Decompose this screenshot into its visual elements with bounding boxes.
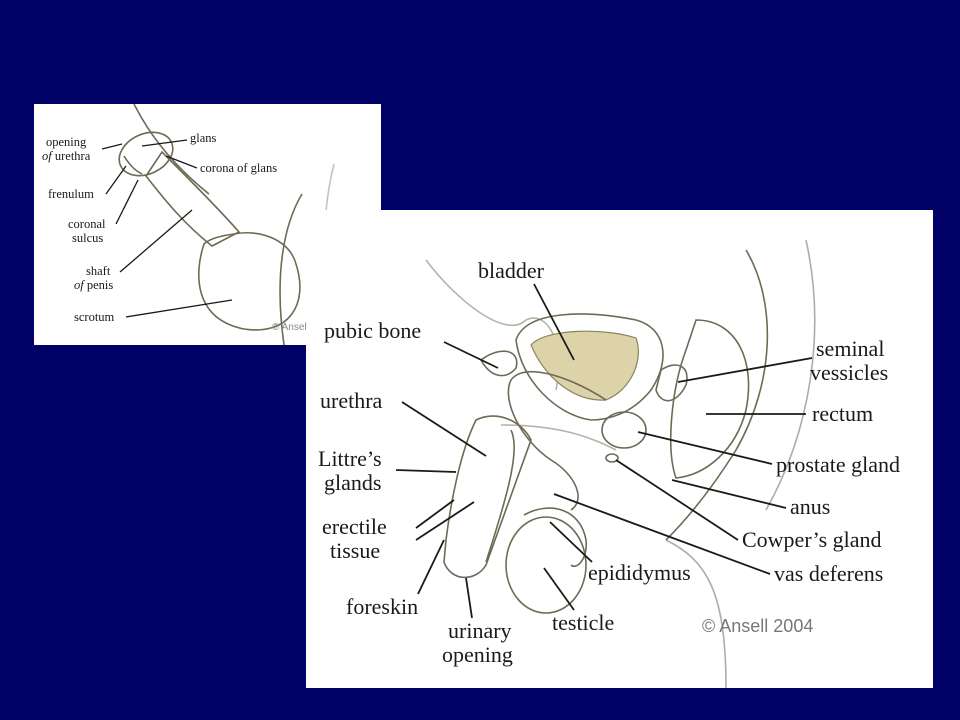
copyright-left: © Ansel <box>272 322 307 333</box>
vas-deferens-shape <box>507 370 607 511</box>
leader-pubic-bone <box>443 341 499 369</box>
label-shaft-of-penis-penis: penis <box>87 278 114 292</box>
thigh-contour <box>279 193 303 345</box>
leader-prostate-gland <box>637 431 773 465</box>
bladder-interior <box>530 330 639 401</box>
label-opening-of-urethra-italic: of <box>42 149 53 163</box>
leader-littres-glands <box>395 469 457 473</box>
label-erectile-tissue-line2: tissue <box>330 538 380 563</box>
label-corona-of-glans: corona of glans <box>200 161 277 175</box>
bladder-wall <box>515 313 664 421</box>
sagittal-anatomy-illustration: bladder pubic bone urethra Littre’s glan… <box>318 239 900 688</box>
sagittal-anatomy-diagram: bladder pubic bone urethra Littre’s glan… <box>306 210 933 688</box>
label-vas-deferens: vas deferens <box>774 561 883 586</box>
label-shaft-of-penis-line2: of penis <box>74 278 113 292</box>
prostate-shape <box>601 411 647 449</box>
corona-contour <box>123 155 143 175</box>
label-opening-of-urethra-urethra: urethra <box>55 149 91 163</box>
leader-anus <box>671 479 787 509</box>
leader-seminal-vessicles <box>677 357 813 383</box>
leader-glans <box>141 139 188 147</box>
label-glans: glans <box>190 131 217 145</box>
scrotum-shape <box>198 232 301 331</box>
label-urinary-opening-line2: opening <box>442 642 513 667</box>
leader-scrotum <box>125 299 233 318</box>
abdomen-contour <box>133 104 210 195</box>
label-foreskin: foreskin <box>346 594 418 619</box>
label-bladder: bladder <box>478 258 545 283</box>
label-seminal-vessicles-line2: vessicles <box>810 360 888 385</box>
rectum-outer-wall <box>665 249 769 541</box>
label-scrotum: scrotum <box>74 310 115 324</box>
leader-opening-of-urethra <box>101 143 123 150</box>
label-littres-glands-line2: glands <box>324 470 381 495</box>
label-opening-of-urethra-line2: of urethra <box>42 149 91 163</box>
leader-erectile-tissue-lower <box>415 501 475 541</box>
label-cowpers-gland: Cowper’s gland <box>742 527 882 552</box>
leader-urethra <box>401 401 487 457</box>
leader-corona-of-glans <box>165 155 198 169</box>
leader-foreskin <box>417 539 445 595</box>
label-coronal-sulcus-line2: sulcus <box>72 231 103 245</box>
copyright-right: © Ansell 2004 <box>702 616 813 636</box>
leader-urinary-opening <box>465 577 473 619</box>
leader-vas-deferens <box>553 493 771 575</box>
penis-shaft-shape <box>145 150 241 247</box>
glans-shape <box>118 131 174 177</box>
label-rectum: rectum <box>812 401 873 426</box>
external-anatomy-illustration: opening of urethra glans corona of glans… <box>42 104 335 345</box>
leader-testicle <box>543 567 575 611</box>
epididymus-shape <box>523 507 587 567</box>
leader-coronal-sulcus <box>115 179 139 225</box>
testicle-shape <box>505 516 587 614</box>
rectum-shape <box>670 319 750 479</box>
sacrum-contour <box>765 239 816 511</box>
label-prostate-gland: prostate gland <box>776 452 900 477</box>
cowpers-gland-shape <box>605 453 619 463</box>
penis-shape <box>443 415 532 579</box>
label-frenulum: frenulum <box>48 187 94 201</box>
leader-frenulum <box>105 165 127 195</box>
label-shaft-of-penis-line1: shaft <box>86 264 111 278</box>
leader-epididymus <box>549 521 593 563</box>
urethra-bulb <box>500 424 617 451</box>
label-shaft-of-penis-italic: of <box>74 278 85 292</box>
seminal-vesicle-shape <box>655 364 688 402</box>
label-seminal-vessicles-line1: seminal <box>816 336 884 361</box>
leader-bladder <box>533 283 575 361</box>
leader-erectile-tissue-upper <box>415 499 455 529</box>
leader-shaft-of-penis <box>119 209 193 273</box>
label-pubic-bone: pubic bone <box>324 318 421 343</box>
label-testicle: testicle <box>552 610 614 635</box>
leader-cowpers-gland <box>615 459 739 541</box>
label-opening-of-urethra-line1: opening <box>46 135 87 149</box>
label-erectile-tissue-line1: erectile <box>322 514 387 539</box>
label-urethra: urethra <box>320 388 383 413</box>
label-anus: anus <box>790 494 830 519</box>
label-epididymus: epididymus <box>588 560 691 585</box>
urethra-channel <box>485 429 515 563</box>
pubic-bone-shape <box>479 350 518 377</box>
label-coronal-sulcus-line1: coronal <box>68 217 106 231</box>
thigh-contour-right <box>665 539 727 688</box>
label-littres-glands-line1: Littre’s <box>318 446 382 471</box>
label-urinary-opening-line1: urinary <box>448 618 512 643</box>
